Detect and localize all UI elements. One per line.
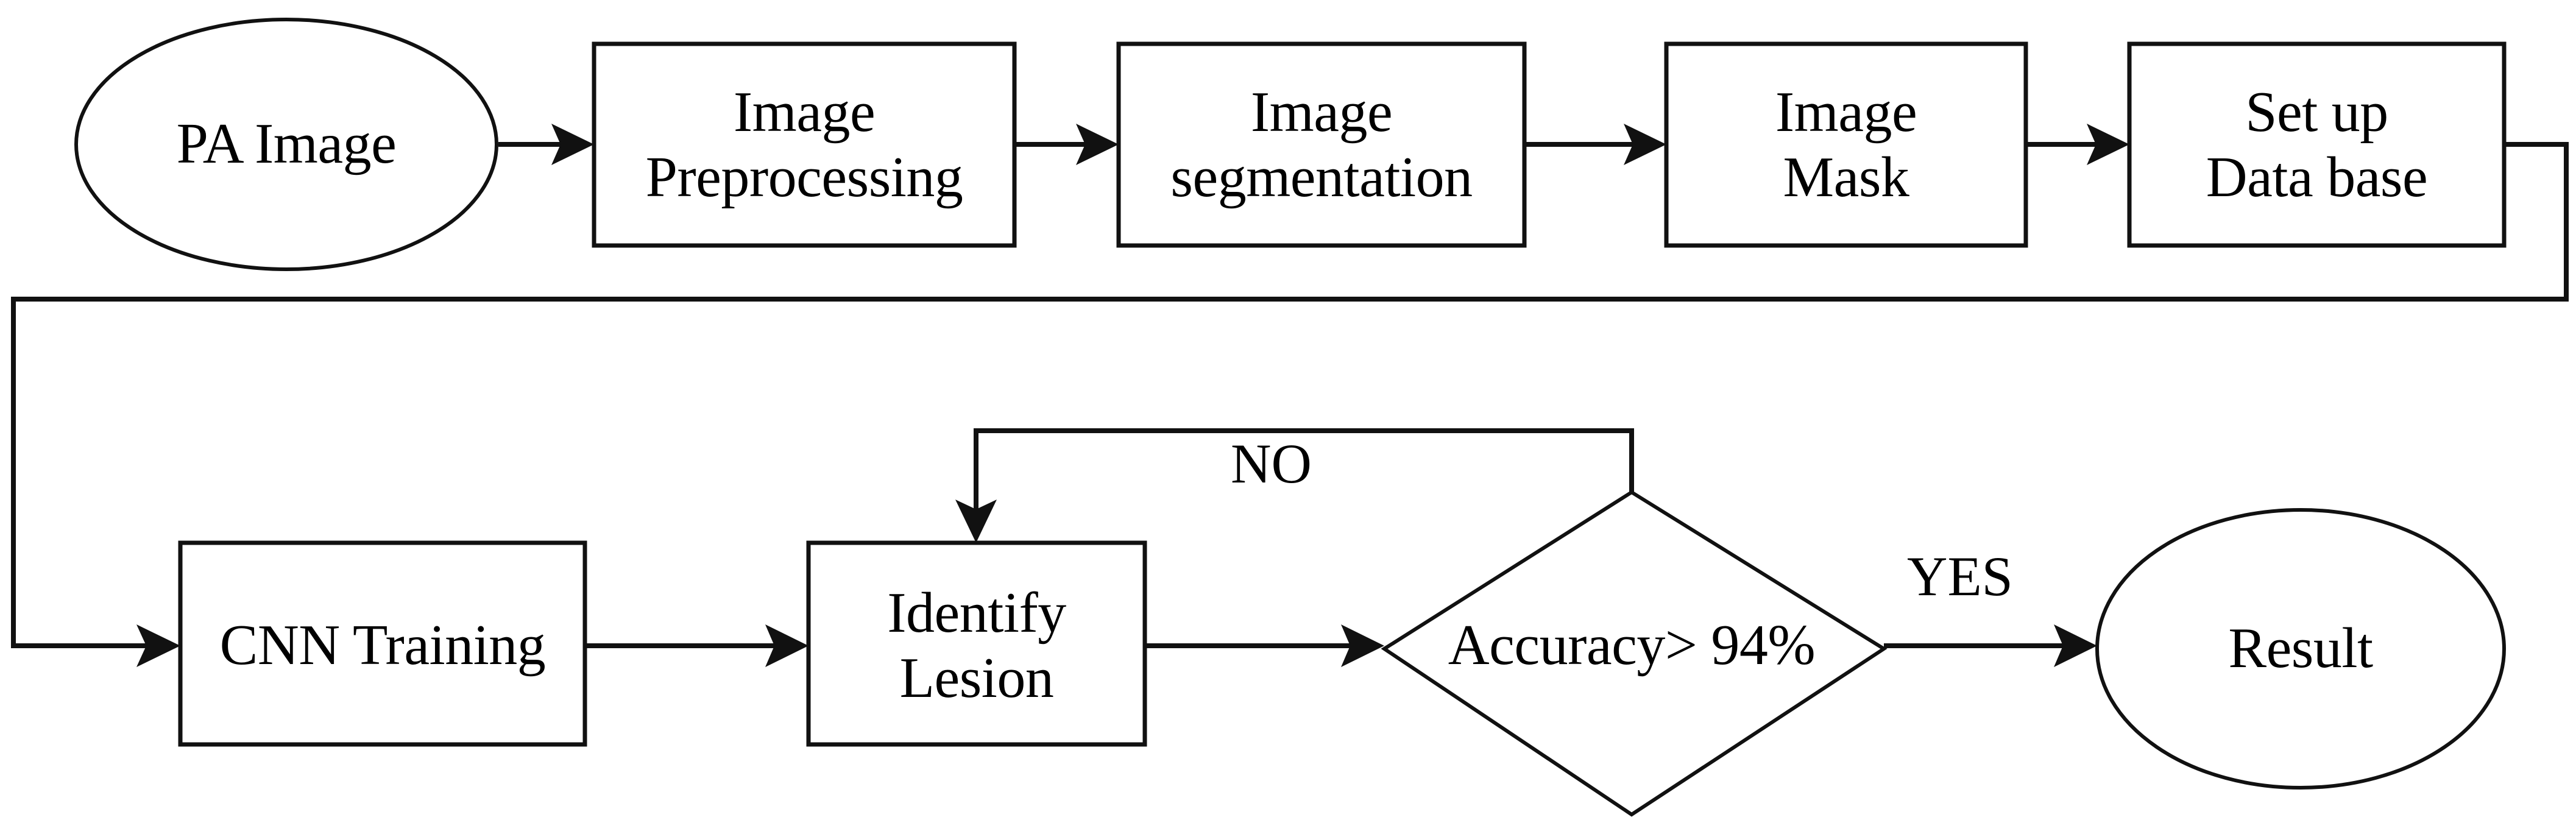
edge-preprocessing-to-segmentation [1014, 124, 1119, 165]
node-cnn-training-shape[interactable] [178, 540, 587, 747]
edge-cnn-training-to-identify-lesion [585, 624, 809, 667]
node-identify-lesion-shape[interactable] [806, 540, 1147, 747]
edge-database-to-cnn-training [11, 142, 2569, 667]
edge-identify-lesion-to-accuracy [1145, 624, 1384, 667]
node-pa-image-shape[interactable] [74, 18, 498, 271]
node-image-mask-shape[interactable] [1664, 41, 2028, 248]
node-image-preprocessing-shape[interactable] [592, 41, 1017, 248]
node-accuracy-decision-shape[interactable] [1381, 490, 1888, 817]
edge-accuracy-yes-to-result [1884, 624, 2097, 667]
edge-label-no: NO [1231, 433, 1312, 495]
node-set-up-database-shape[interactable] [2127, 41, 2507, 248]
node-result-shape[interactable] [2095, 508, 2506, 790]
edge-accuracy-no-to-identify-lesion [955, 428, 1634, 543]
edge-segmentation-to-mask [1524, 124, 1666, 165]
edge-label-yes: YES [1907, 545, 2013, 607]
node-image-segmentation-shape[interactable] [1116, 41, 1527, 248]
edge-mask-to-database [2026, 124, 2129, 165]
edge-pa-image-to-preprocessing [498, 124, 594, 165]
